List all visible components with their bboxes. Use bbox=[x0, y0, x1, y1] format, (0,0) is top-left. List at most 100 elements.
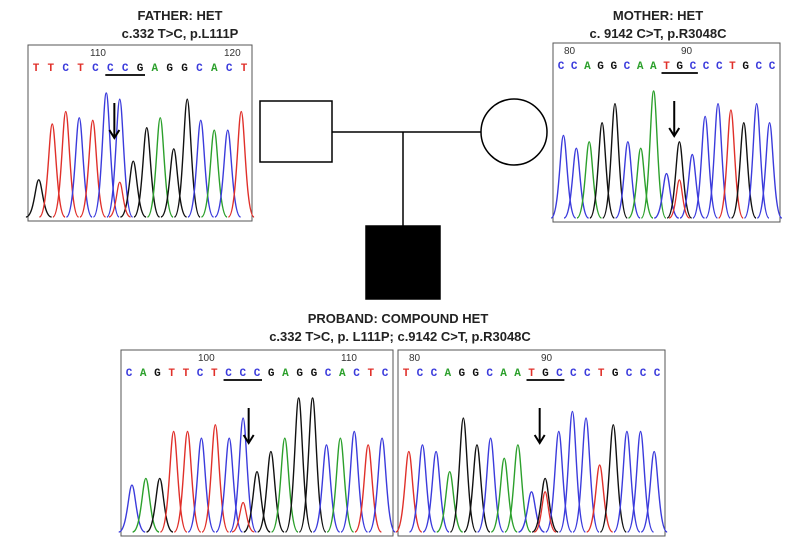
proband-variant: c.332 T>C, p. L111P; c.9142 C>T, p.R3048… bbox=[269, 329, 531, 344]
arrow-head bbox=[668, 127, 681, 138]
base-call: T bbox=[183, 368, 190, 380]
het-secondary-peak bbox=[231, 501, 255, 533]
arrow-head bbox=[242, 434, 255, 445]
base-call: T bbox=[48, 63, 55, 75]
base-call: T bbox=[241, 63, 248, 75]
base-call: C bbox=[239, 368, 246, 380]
base-call: G bbox=[311, 368, 318, 380]
base-call: G bbox=[137, 63, 144, 75]
mother-symbol bbox=[480, 98, 548, 166]
base-call: A bbox=[500, 368, 507, 380]
base-call: C bbox=[382, 368, 389, 380]
base-call: C bbox=[654, 368, 661, 380]
base-call: C bbox=[197, 368, 204, 380]
base-call: C bbox=[107, 63, 114, 75]
base-call: A bbox=[445, 368, 452, 380]
position-label: 80 bbox=[409, 353, 421, 364]
base-call: G bbox=[542, 368, 549, 380]
arrow-head bbox=[108, 129, 121, 140]
trace-peak bbox=[572, 417, 600, 533]
base-call: C bbox=[703, 61, 710, 73]
base-call: C bbox=[225, 368, 232, 380]
base-call: G bbox=[610, 61, 617, 73]
arrow-head bbox=[533, 434, 546, 445]
position-label: 110 bbox=[90, 48, 106, 59]
trace-peak bbox=[627, 147, 654, 219]
base-call: G bbox=[166, 63, 173, 75]
base-call: C bbox=[126, 368, 133, 380]
base-call: T bbox=[598, 368, 605, 380]
het-secondary-peak bbox=[533, 491, 557, 533]
base-call: C bbox=[716, 61, 723, 73]
base-call: C bbox=[254, 368, 261, 380]
base-call: C bbox=[325, 368, 332, 380]
base-call: A bbox=[584, 61, 591, 73]
base-call: T bbox=[403, 368, 410, 380]
base-call: C bbox=[756, 61, 763, 73]
trace-peak bbox=[504, 444, 532, 533]
base-call: G bbox=[472, 368, 479, 380]
trace-peak bbox=[119, 160, 147, 218]
father-title: FATHER: HET bbox=[138, 8, 223, 23]
base-call: G bbox=[612, 368, 619, 380]
base-call: G bbox=[597, 61, 604, 73]
base-call: C bbox=[122, 63, 129, 75]
trace-peak bbox=[586, 464, 614, 533]
base-call: A bbox=[152, 63, 159, 75]
trace-peak bbox=[531, 477, 559, 533]
base-call: C bbox=[624, 61, 631, 73]
trace-peak bbox=[640, 90, 667, 219]
het-secondary-peak bbox=[668, 179, 691, 219]
trace-peak bbox=[25, 179, 52, 218]
base-call: C bbox=[769, 61, 776, 73]
trace-peak bbox=[589, 122, 616, 219]
base-call: C bbox=[486, 368, 493, 380]
base-call: G bbox=[268, 368, 275, 380]
trace-peak bbox=[243, 470, 271, 533]
base-call: C bbox=[92, 63, 99, 75]
position-label: 80 bbox=[564, 46, 576, 57]
base-call: T bbox=[211, 368, 218, 380]
base-call: C bbox=[196, 63, 203, 75]
trace-peak bbox=[187, 437, 216, 533]
base-call: G bbox=[742, 61, 749, 73]
trace-peak bbox=[368, 437, 396, 533]
base-call: T bbox=[168, 368, 175, 380]
trace-peak bbox=[679, 153, 706, 219]
position-label: 100 bbox=[198, 353, 215, 364]
position-label: 110 bbox=[341, 353, 357, 364]
trace-peak bbox=[146, 477, 174, 533]
het-secondary-peak bbox=[108, 181, 131, 218]
base-call: C bbox=[626, 368, 633, 380]
base-call: A bbox=[282, 368, 289, 380]
base-call: C bbox=[640, 368, 647, 380]
base-call: C bbox=[226, 63, 233, 75]
mother-title: MOTHER: HET bbox=[613, 8, 703, 23]
trace-peak bbox=[730, 122, 757, 219]
base-call: A bbox=[339, 368, 346, 380]
trace-peak bbox=[298, 397, 327, 533]
trace-peak bbox=[215, 437, 244, 533]
base-call: G bbox=[154, 368, 161, 380]
base-call: A bbox=[650, 61, 657, 73]
base-call: T bbox=[33, 63, 40, 75]
trace-peak bbox=[106, 98, 134, 218]
base-call: G bbox=[458, 368, 465, 380]
position-label: 90 bbox=[541, 353, 553, 364]
base-call: A bbox=[211, 63, 218, 75]
trace-peak bbox=[576, 141, 603, 219]
base-call: C bbox=[584, 368, 591, 380]
trace-peak bbox=[160, 148, 188, 218]
trace-peak bbox=[257, 450, 285, 533]
base-call: A bbox=[637, 61, 644, 73]
base-call: G bbox=[181, 63, 188, 75]
base-call: G bbox=[676, 61, 683, 73]
proband-title: PROBAND: COMPOUND HET bbox=[308, 311, 489, 326]
base-call: T bbox=[663, 61, 670, 73]
trace-peak bbox=[229, 417, 257, 533]
mother-variant: c. 9142 C>T, p.R3048C bbox=[590, 26, 728, 41]
base-call: T bbox=[528, 368, 535, 380]
